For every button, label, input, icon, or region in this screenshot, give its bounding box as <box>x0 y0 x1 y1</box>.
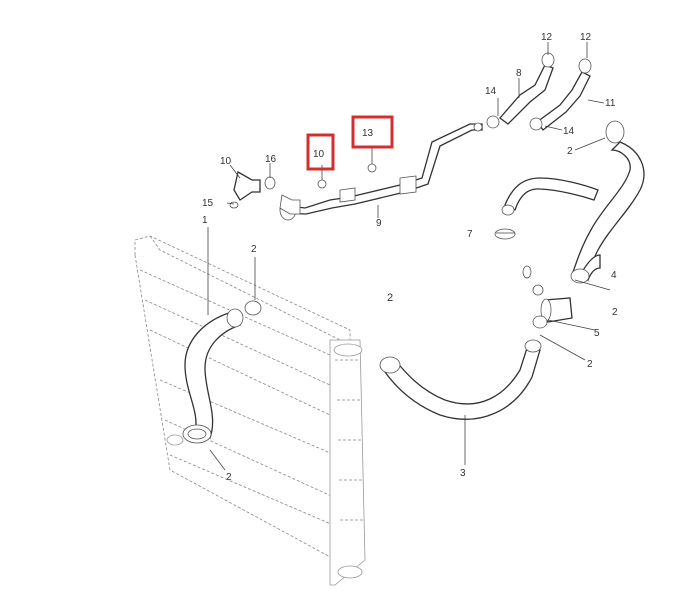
hose-1 <box>182 300 262 444</box>
callout-4: 4 <box>611 270 617 281</box>
callout-14-left: 14 <box>485 86 497 97</box>
bolt-10-small <box>317 179 327 189</box>
leader-lines <box>207 42 611 471</box>
callout-10-highlighted: 10 <box>313 149 325 160</box>
bolt-13-small <box>367 163 377 173</box>
hose-3 <box>379 339 542 420</box>
callout-2-right-upper: 2 <box>612 307 618 318</box>
callout-13: 13 <box>362 128 374 139</box>
radiator <box>134 235 366 586</box>
callout-2-radiator-lower: 2 <box>226 472 232 483</box>
bolt-15 <box>229 201 239 209</box>
callout-3: 3 <box>460 468 466 479</box>
hose-4 <box>501 120 645 284</box>
hose-10 <box>233 170 301 215</box>
callout-2-radiator-upper: 2 <box>251 244 257 255</box>
callout-7: 7 <box>467 229 473 240</box>
highlight-box-10 <box>306 133 335 171</box>
hose-11 <box>529 58 592 131</box>
callout-11: 11 <box>605 98 616 109</box>
callout-15: 15 <box>202 198 214 209</box>
callout-12-left: 12 <box>541 32 553 43</box>
callout-10: 10 <box>220 156 232 167</box>
callout-9: 9 <box>376 218 382 229</box>
callout-16: 16 <box>265 154 277 165</box>
callout-1: 1 <box>202 215 208 226</box>
callout-12-right: 12 <box>580 32 592 43</box>
pipe-9 <box>279 122 483 221</box>
callout-labels: 1 2 2 2 2 2 2 3 4 5 7 8 9 10 11 12 12 13… <box>202 32 618 483</box>
callout-5: 5 <box>594 328 600 339</box>
callout-2-top-right: 2 <box>567 146 573 157</box>
hose-5 <box>522 265 573 329</box>
callout-8: 8 <box>516 68 522 79</box>
clamp-7 <box>494 228 516 240</box>
callout-2-center: 2 <box>387 292 393 304</box>
callout-2-right-lower: 2 <box>587 359 593 370</box>
callout-14-right: 14 <box>563 126 575 137</box>
highlight-box-13 <box>351 115 394 149</box>
